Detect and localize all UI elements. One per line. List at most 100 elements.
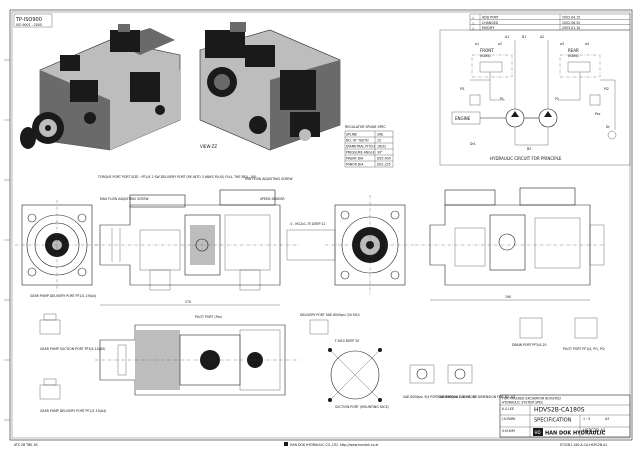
max-flow-label: MAX FLOW ADJUSTING SCREW xyxy=(100,197,149,201)
side-view-main: 270 TORQUE PORT PORT SIZE : PF1/4 2 SW D… xyxy=(95,175,300,319)
f-detail-label: F-M10 DEEP 20 xyxy=(335,339,359,343)
side-view-right: 190 xyxy=(415,187,605,301)
delivery-port-detail: DELIVERY PORT SAE 6000psi 3/4 M10 xyxy=(300,313,360,335)
hydraulic-circuit: △ ADD PORT 2002.04.15 △ CHANGED 2002.06.… xyxy=(439,13,631,166)
dim-270: 270 xyxy=(185,300,191,304)
port-detail-small-1 xyxy=(39,313,61,400)
port-b3: B3 xyxy=(527,147,531,151)
footer-right: ETS2B1-180-A-CA-HSPC2B-A1 xyxy=(560,443,607,447)
rev-date-3: 2003.01.10 xyxy=(562,26,580,30)
model-name: HDVS2B-CA180S xyxy=(534,407,585,414)
approved-by: S.M.KIM xyxy=(502,429,515,433)
spec-key-5: MAJOR DIA xyxy=(346,157,364,161)
footer-logo-mark xyxy=(284,442,288,446)
dim-4-m: 4 - M12x1.75 DEEP 22 xyxy=(290,222,325,226)
footer-left: ATS 2B TBK 1B xyxy=(14,443,38,447)
drawing-frame xyxy=(9,9,633,441)
spec-table-title: REGULATOR SPLINE SPEC xyxy=(345,125,387,129)
pilot-port-detail: PILOT PORT PF1/4, Pi1, Pi2 xyxy=(563,317,605,351)
spec-key-4: PRESSURE ANGLE xyxy=(346,151,375,155)
port-dr: Dr xyxy=(606,125,610,129)
drawing-number: HSPC2B-A1 xyxy=(583,428,606,433)
stamp-sub: ISO 9001 : 2000 xyxy=(16,23,42,27)
spec-key-3: DIAMETRAL PITCH xyxy=(346,145,375,149)
footer: ATS 2B TBK 1B HAN DOK HYDRAULIC CO.,LTD.… xyxy=(14,442,607,447)
drain-port-detail: DRAIN PORT PF3/4-20 xyxy=(512,317,547,347)
port-dimension-a1a2: SAE 6000psi 3/4 PORT DIMENSION FOR A1, A… xyxy=(403,364,477,399)
port-p2: P2 xyxy=(555,97,559,101)
mounting-face-view: F-M10 DEEP 20 SUCTION PORT (MOUNTING FAC… xyxy=(328,339,389,409)
port-dr1: Dr1 xyxy=(470,142,476,146)
speed-sensor-label: SPEED SENSOR xyxy=(260,197,285,201)
stamp-code: TP-ISO900 xyxy=(15,17,42,23)
revision-table: △ ADD PORT 2002.04.15 △ CHANGED 2002.06.… xyxy=(469,13,631,31)
drawing-title: SPECIFICATION xyxy=(534,418,572,424)
torque-port-label: TORQUE PORT PORT SIZE : PF1/4 2 SW DELIV… xyxy=(97,175,256,179)
front-label: FRONT xyxy=(480,48,494,53)
rev-mark-2: △ xyxy=(472,21,475,25)
pilot-port2-label: PILOT PORT PF1/4, Pi1, Pi2 xyxy=(563,347,605,351)
front-sub: (K4K6) xyxy=(480,54,491,58)
rev-desc-2: CHANGED xyxy=(482,21,499,25)
port-b1: B1 xyxy=(522,35,526,39)
gear-pump-suction-label: GEAR PUMP SUCTION PORT PF3/4-14(A5) xyxy=(40,347,105,351)
rev-mark-3: △ xyxy=(472,26,475,30)
isometric-view-right: VIEW-ZZ xyxy=(199,22,341,151)
pilot-port-psv-label: PILOT PORT (Psv) xyxy=(195,315,222,319)
isometric-view-left xyxy=(20,24,181,151)
bottom-view: GEAR PUMP SUCTION PORT PF3/4-14(A5) GEAR… xyxy=(40,324,300,413)
spec-val-6: Ø22.225 xyxy=(377,162,391,167)
spec-key-6: MINOR DIA xyxy=(346,163,364,167)
company-name: HAN DOK HYDRAULIC xyxy=(545,431,606,437)
spec-key-2: NO. OF TEETH xyxy=(346,139,369,143)
view-label: VIEW-ZZ xyxy=(200,144,217,149)
circuit-caption: HYDRAULIC CIRCUIT FOR PRINCIPLE xyxy=(490,156,562,161)
port-psv: Psv xyxy=(595,112,601,116)
port-pi2: Pi2 xyxy=(604,87,609,91)
rev-desc-3: MODIFY xyxy=(482,26,494,30)
front-view-left: GEAR PUMP DELIVERY PORT PF1/2-19(A4) xyxy=(15,200,100,298)
company-logo-text: HD xyxy=(535,430,541,435)
rear-sub: (K4K6) xyxy=(568,54,579,58)
rev-desc-1: ADD PORT xyxy=(482,16,499,20)
spec-val-1: SAE xyxy=(377,133,383,137)
delivery-port-label: DELIVERY PORT SAE 6000psi 3/4 M10 xyxy=(300,313,360,317)
rev-date-1: 2002.04.15 xyxy=(562,16,580,20)
engine-label: ENGINE xyxy=(455,116,471,121)
rear-label: REAR xyxy=(568,48,579,53)
zone-ticks-left xyxy=(4,59,10,421)
suction-port-label: SUCTION PORT (MOUNTING FACE) xyxy=(335,405,389,409)
drain-port-label: DRAIN PORT PF3/4-20 xyxy=(512,343,547,347)
spec-key-1: SPLINE xyxy=(346,133,357,137)
port-a2-small: a2 xyxy=(498,42,502,46)
port-a1a2-label: SAE 6000psi 3/4 PORT DIMENSION FOR A1, A… xyxy=(403,395,477,399)
port-a4-small: a4 xyxy=(585,42,589,46)
title-block: FOR TRACKED EXCAVATOR BOOSTED HYDRAULIC … xyxy=(499,394,631,438)
footer-mid: HAN DOK HYDRAULIC CO.,LTD. http://www.ha… xyxy=(290,443,379,447)
min-flow-label: MIN FLOW ADJUSTING SCREW xyxy=(245,177,293,181)
drawn-by: K.S.LEE xyxy=(502,407,514,411)
notes-line2: HYDRAULIC SYSTEM SPEC xyxy=(502,401,544,405)
top-left-stamp: TP-ISO900 ISO 9001 : 2000 xyxy=(13,13,53,28)
scale: 1 : 5 xyxy=(583,417,590,421)
port-a1-small: a1 xyxy=(475,42,479,46)
gear-pump-delivery-label: GEAR PUMP DELIVERY PORT PF1/2-19(A4) xyxy=(30,294,96,298)
gear-pump-delivery2-label: GEAR PUMP DELIVERY PORT PF1/2-19(A4) xyxy=(40,409,106,413)
rev-mark-1: △ xyxy=(472,16,475,20)
spec-val-2: 15 xyxy=(377,139,381,143)
rev-date-2: 2002.06.20 xyxy=(562,21,580,25)
spec-val-4: 30° xyxy=(377,151,383,155)
port-a3-small: a3 xyxy=(560,42,564,46)
spec-val-5: Ø25.400 xyxy=(377,156,391,161)
sheet-size: A3 xyxy=(605,417,609,421)
front-view-right: 4 - M12x1.75 DEEP 22 xyxy=(286,195,415,295)
port-a1: A1 xyxy=(505,35,509,39)
spec-val-3: 16/32 xyxy=(377,145,386,149)
checked-by: J.H.PARK xyxy=(501,417,516,421)
spline-spec-table: REGULATOR SPLINE SPEC SPLINE SAE NO. OF … xyxy=(344,125,394,168)
port-dimension-b3: SAE 3000psi 1-1/4 PORT DIMENSION FOR B3,… xyxy=(438,364,515,399)
port-pi1: Pi1 xyxy=(460,87,465,91)
company-logo xyxy=(533,428,543,436)
port-p1: P1 xyxy=(500,97,504,101)
